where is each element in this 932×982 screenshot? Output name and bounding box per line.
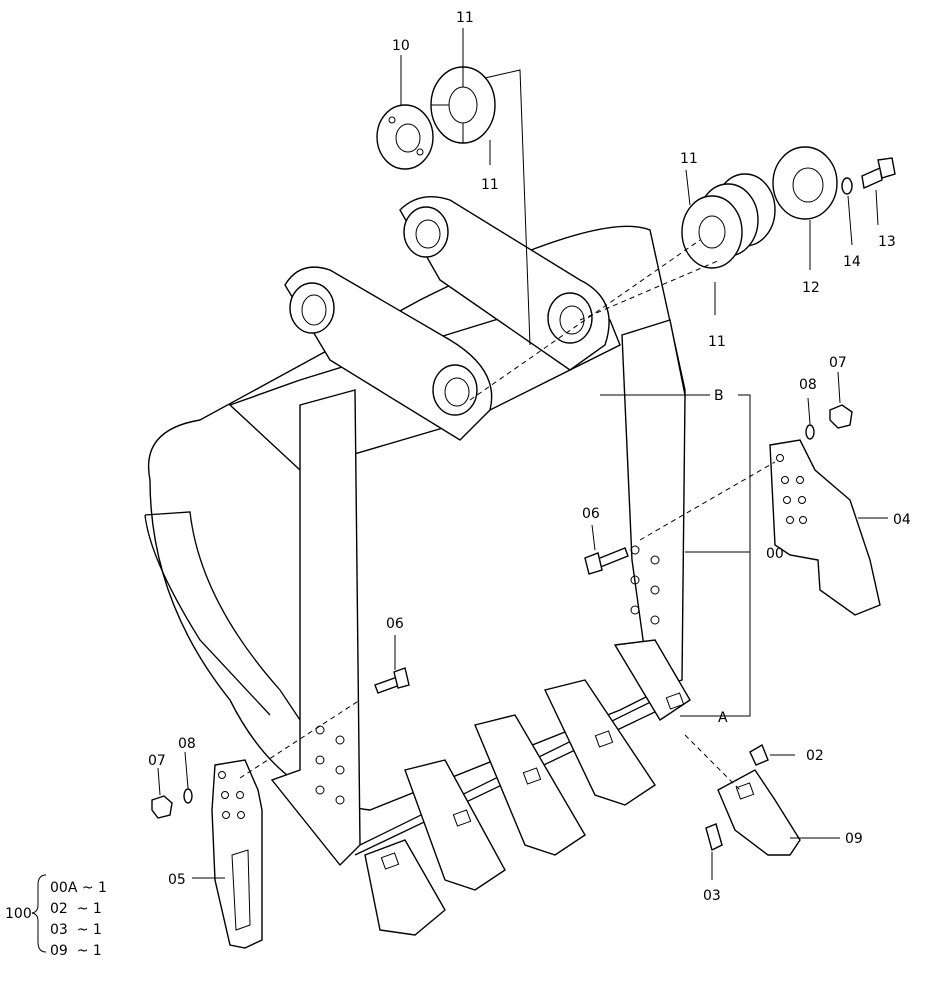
part-06-bolt-upper [584, 547, 629, 575]
callout-14: 14 [843, 254, 861, 270]
part-07-nut-right [829, 404, 853, 429]
callout-08-right: 08 [799, 377, 817, 393]
kit-legend: 100 00A ~ 1 02 ~ 1 03 ~ 1 09 ~ 1 [5, 874, 107, 959]
part-06-bolt-lower [374, 667, 410, 694]
part-10-plate [376, 104, 434, 170]
kit-row-1: 00A ~ 1 [50, 880, 107, 896]
callout-13: 13 [878, 234, 896, 250]
part-04-side-cutter [769, 439, 881, 616]
assembly-lines [239, 239, 776, 791]
part-02-pin [749, 743, 769, 766]
callout-11-low: 11 [708, 334, 726, 350]
callout-02: 02 [806, 748, 824, 764]
callout-A: A [718, 710, 728, 726]
kit-prefix: 100 [5, 906, 32, 922]
part-05-side-cutter [211, 759, 263, 949]
kit-brace [31, 874, 47, 953]
part-08-washer-left [183, 788, 193, 804]
callout-08-left: 08 [178, 736, 196, 752]
kit-row-2: 02 ~ 1 [50, 901, 102, 917]
part-07-nut-left [151, 795, 173, 819]
bucket-body [144, 196, 686, 867]
callout-09: 09 [845, 831, 863, 847]
bucket-teeth [364, 639, 691, 936]
callout-10: 10 [392, 38, 410, 54]
kit-row-4: 09 ~ 1 [50, 943, 102, 959]
part-09-tooth [717, 769, 801, 856]
callout-B: B [714, 388, 724, 404]
part-11-shims-right [681, 173, 776, 269]
callout-04: 04 [893, 512, 911, 528]
part-13-bolt [861, 157, 896, 190]
callout-07-right: 07 [829, 355, 847, 371]
callout-00: 00 [766, 546, 784, 562]
callout-11-right: 11 [680, 151, 698, 167]
side-plate-holes [315, 545, 660, 805]
callout-labels: 10 11 11 11 11 12 13 14 07 08 04 06 06 0… [148, 10, 911, 904]
callout-11-mid: 11 [481, 177, 499, 193]
callout-03: 03 [703, 888, 721, 904]
callout-11-top: 11 [456, 10, 474, 26]
callout-05: 05 [168, 872, 186, 888]
callout-06-lower: 06 [386, 616, 404, 632]
part-03-lock [705, 823, 723, 852]
part-08-washer-right [805, 424, 815, 440]
kit-row-3: 03 ~ 1 [50, 922, 102, 938]
callout-06-upper: 06 [582, 506, 600, 522]
leader-lines [157, 28, 888, 880]
callout-07-left: 07 [148, 753, 166, 769]
callout-12: 12 [802, 280, 820, 296]
part-14-washer [841, 177, 853, 195]
part-12-plate [772, 146, 838, 220]
